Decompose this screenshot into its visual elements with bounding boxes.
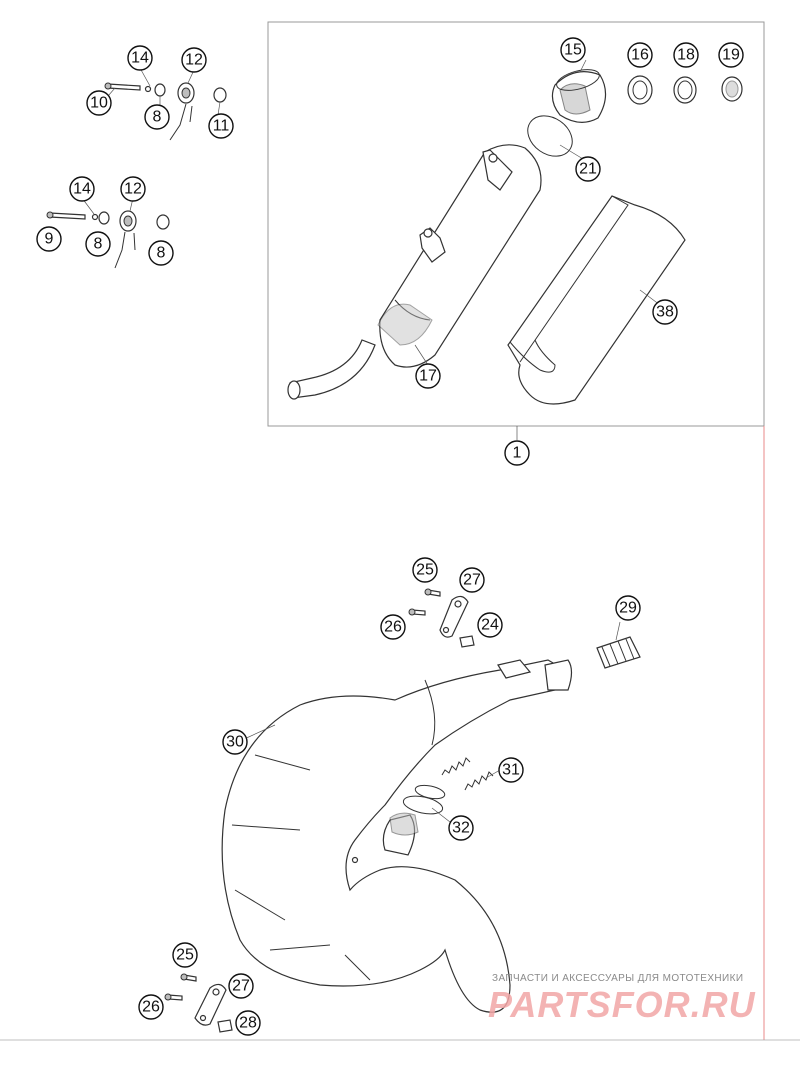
svg-text:26: 26	[384, 619, 402, 636]
callout-27a: 27	[459, 567, 485, 593]
packing-wrap-38	[507, 195, 686, 405]
end-cap-15	[551, 69, 607, 123]
watermark-logo: PARTSFOR.RU	[488, 984, 756, 1025]
callout-15: 15	[560, 37, 586, 63]
svg-text:10: 10	[90, 95, 108, 112]
svg-text:1: 1	[513, 445, 522, 462]
callout-11: 11	[208, 113, 234, 139]
callout-28: 28	[235, 1010, 261, 1036]
callout-12b: 12	[120, 176, 146, 202]
svg-text:8: 8	[157, 245, 166, 262]
callout-25b: 25	[172, 942, 198, 968]
svg-text:30: 30	[226, 734, 244, 751]
svg-text:12: 12	[124, 181, 142, 198]
callout-8a: 8	[144, 104, 170, 130]
callout-8b: 8	[85, 231, 111, 257]
bracket-hardware-upper	[408, 588, 475, 648]
svg-text:25: 25	[176, 947, 194, 964]
callout-38: 38	[652, 299, 678, 325]
callout-29: 29	[615, 595, 641, 621]
callout-21: 21	[575, 156, 601, 182]
callout-30: 30	[222, 729, 248, 755]
svg-text:9: 9	[45, 231, 54, 248]
callout-31: 31	[498, 757, 524, 783]
svg-text:12: 12	[185, 52, 203, 69]
svg-text:24: 24	[481, 617, 499, 634]
callout-19: 19	[718, 42, 744, 68]
bracket-hardware-lower	[164, 973, 233, 1033]
svg-text:27: 27	[463, 572, 481, 589]
springs-31	[441, 757, 494, 791]
rubber-sleeve-29	[596, 636, 641, 669]
svg-text:17: 17	[419, 368, 437, 385]
callout-8c: 8	[148, 240, 174, 266]
svg-text:18: 18	[677, 47, 695, 64]
svg-text:14: 14	[131, 50, 149, 67]
svg-text:32: 32	[452, 820, 470, 837]
mount-hardware-group-b	[46, 210, 170, 269]
callout-16: 16	[627, 42, 653, 68]
callout-25a: 25	[412, 557, 438, 583]
svg-text:15: 15	[564, 42, 582, 59]
callout-26b: 26	[138, 994, 164, 1020]
expansion-chamber-30	[221, 659, 573, 1013]
callout-10: 10	[86, 90, 112, 116]
callout-1: 1	[504, 440, 530, 466]
svg-text:8: 8	[94, 236, 103, 253]
svg-text:26: 26	[142, 999, 160, 1016]
callout-32: 32	[448, 815, 474, 841]
svg-text:19: 19	[722, 47, 740, 64]
mount-hardware-group-a	[104, 82, 227, 141]
callout-18: 18	[673, 42, 699, 68]
svg-text:25: 25	[416, 562, 434, 579]
callout-9: 9	[36, 226, 62, 252]
ring-16	[627, 75, 653, 105]
svg-text:31: 31	[502, 762, 520, 779]
svg-text:21: 21	[579, 161, 597, 178]
muffler-assembly-frame	[267, 21, 765, 427]
svg-text:27: 27	[232, 978, 250, 995]
svg-text:16: 16	[631, 47, 649, 64]
gasket-21	[527, 115, 573, 157]
svg-text:14: 14	[73, 181, 91, 198]
ring-18	[673, 76, 697, 104]
svg-text:28: 28	[239, 1015, 257, 1032]
svg-text:29: 29	[619, 600, 637, 617]
callout-14b: 14	[69, 176, 95, 202]
svg-text:38: 38	[656, 304, 674, 321]
watermark-tagline: ЗАПЧАСТИ И АКСЕССУАРЫ ДЛЯ МОТОТЕХНИКИ	[492, 973, 744, 984]
svg-text:8: 8	[153, 109, 162, 126]
callout-26a: 26	[380, 614, 406, 640]
callout-17: 17	[415, 363, 441, 389]
callout-12a: 12	[181, 47, 207, 73]
muffler-17	[287, 144, 542, 400]
svg-text:11: 11	[213, 118, 230, 135]
callout-27b: 27	[228, 973, 254, 999]
callout-24: 24	[477, 612, 503, 638]
callout-14a: 14	[127, 45, 153, 71]
